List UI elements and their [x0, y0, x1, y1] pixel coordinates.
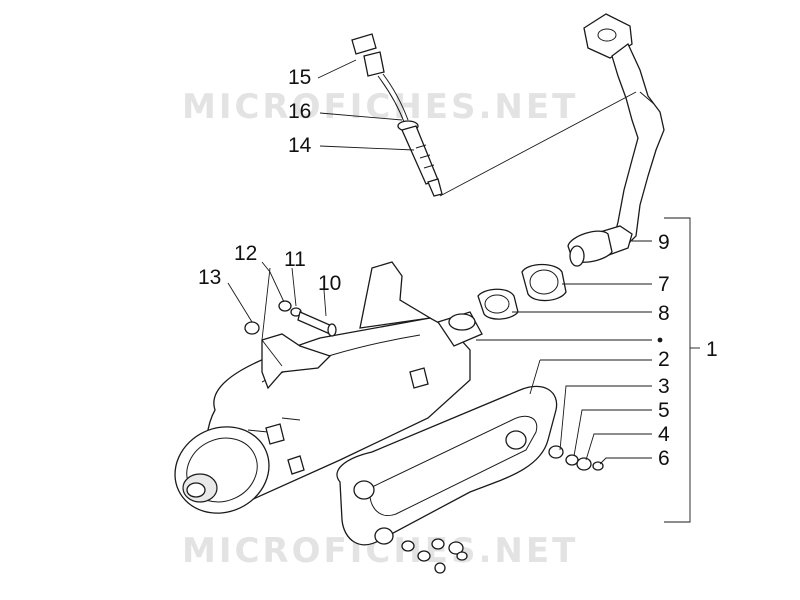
- bolt-and-washers-left: [244, 300, 337, 337]
- clamp-and-gasket: [477, 263, 567, 320]
- oxygen-sensor: [351, 33, 637, 197]
- callout-1: 1: [706, 338, 718, 361]
- callout-12: 12: [234, 242, 257, 265]
- callout-labels: 1 2 3 4 5 6 7 8 9 10 11 12 13 14 15 16: [198, 66, 718, 470]
- watermark-top: MICROFICHES.NET: [182, 87, 578, 127]
- callout-14: 14: [288, 134, 312, 157]
- shield-hardware-right: [548, 445, 604, 471]
- callout-7: 7: [658, 273, 670, 296]
- callout-8: 8: [658, 302, 670, 325]
- callout-11: 11: [284, 248, 306, 271]
- exhaust-manifold-pipe: [567, 13, 665, 267]
- muffler-heat-shield: [336, 385, 558, 546]
- callout-10: 10: [318, 272, 341, 295]
- callout-9: 9: [658, 231, 670, 254]
- callout-16: 16: [288, 100, 311, 123]
- muffler-body: [174, 261, 483, 514]
- callout-3: 3: [658, 375, 670, 398]
- callout-13: 13: [198, 266, 221, 289]
- callout-4: 4: [658, 423, 670, 446]
- callout-6: 6: [658, 447, 670, 470]
- callout-15: 15: [288, 66, 311, 89]
- callout-5: 5: [658, 399, 670, 422]
- leader-lines: [227, 59, 700, 523]
- shield-hardware-bottom: [401, 538, 468, 574]
- callout-2: 2: [658, 348, 670, 371]
